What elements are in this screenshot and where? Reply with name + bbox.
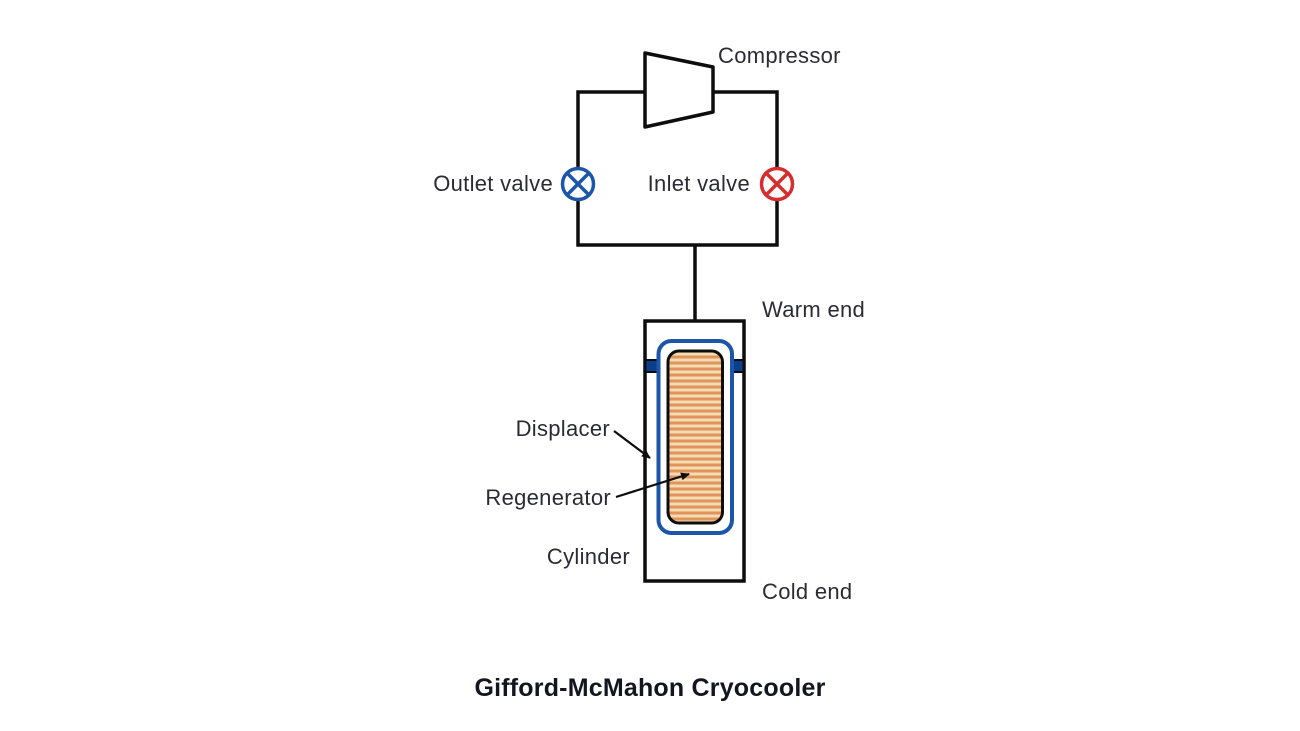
- compressor-label: Compressor: [718, 43, 841, 68]
- compressor-symbol: [643, 51, 715, 129]
- inlet-valve-cross-2: [764, 171, 790, 197]
- circuit-loop-line: [576, 90, 779, 247]
- regenerator-label: Regenerator: [485, 485, 611, 510]
- displacer-arrow: [613, 430, 651, 459]
- regenerator-arrow: [615, 472, 690, 499]
- outlet-valve-cross-2: [565, 171, 591, 197]
- inlet-valve-icon: [759, 166, 795, 202]
- displacer-label: Displacer: [515, 416, 610, 441]
- outlet-valve-label: Outlet valve: [433, 171, 553, 196]
- diagram-title: Gifford-McMahon Cryocooler: [474, 674, 826, 702]
- cold-end-label: Cold end: [762, 579, 853, 604]
- warm-end-label: Warm end: [762, 297, 866, 322]
- outlet-valve-icon: [560, 166, 596, 202]
- inlet-valve-label: Inlet valve: [647, 171, 750, 196]
- cylinder-label: Cylinder: [546, 544, 630, 569]
- regenerator-body: [666, 349, 724, 525]
